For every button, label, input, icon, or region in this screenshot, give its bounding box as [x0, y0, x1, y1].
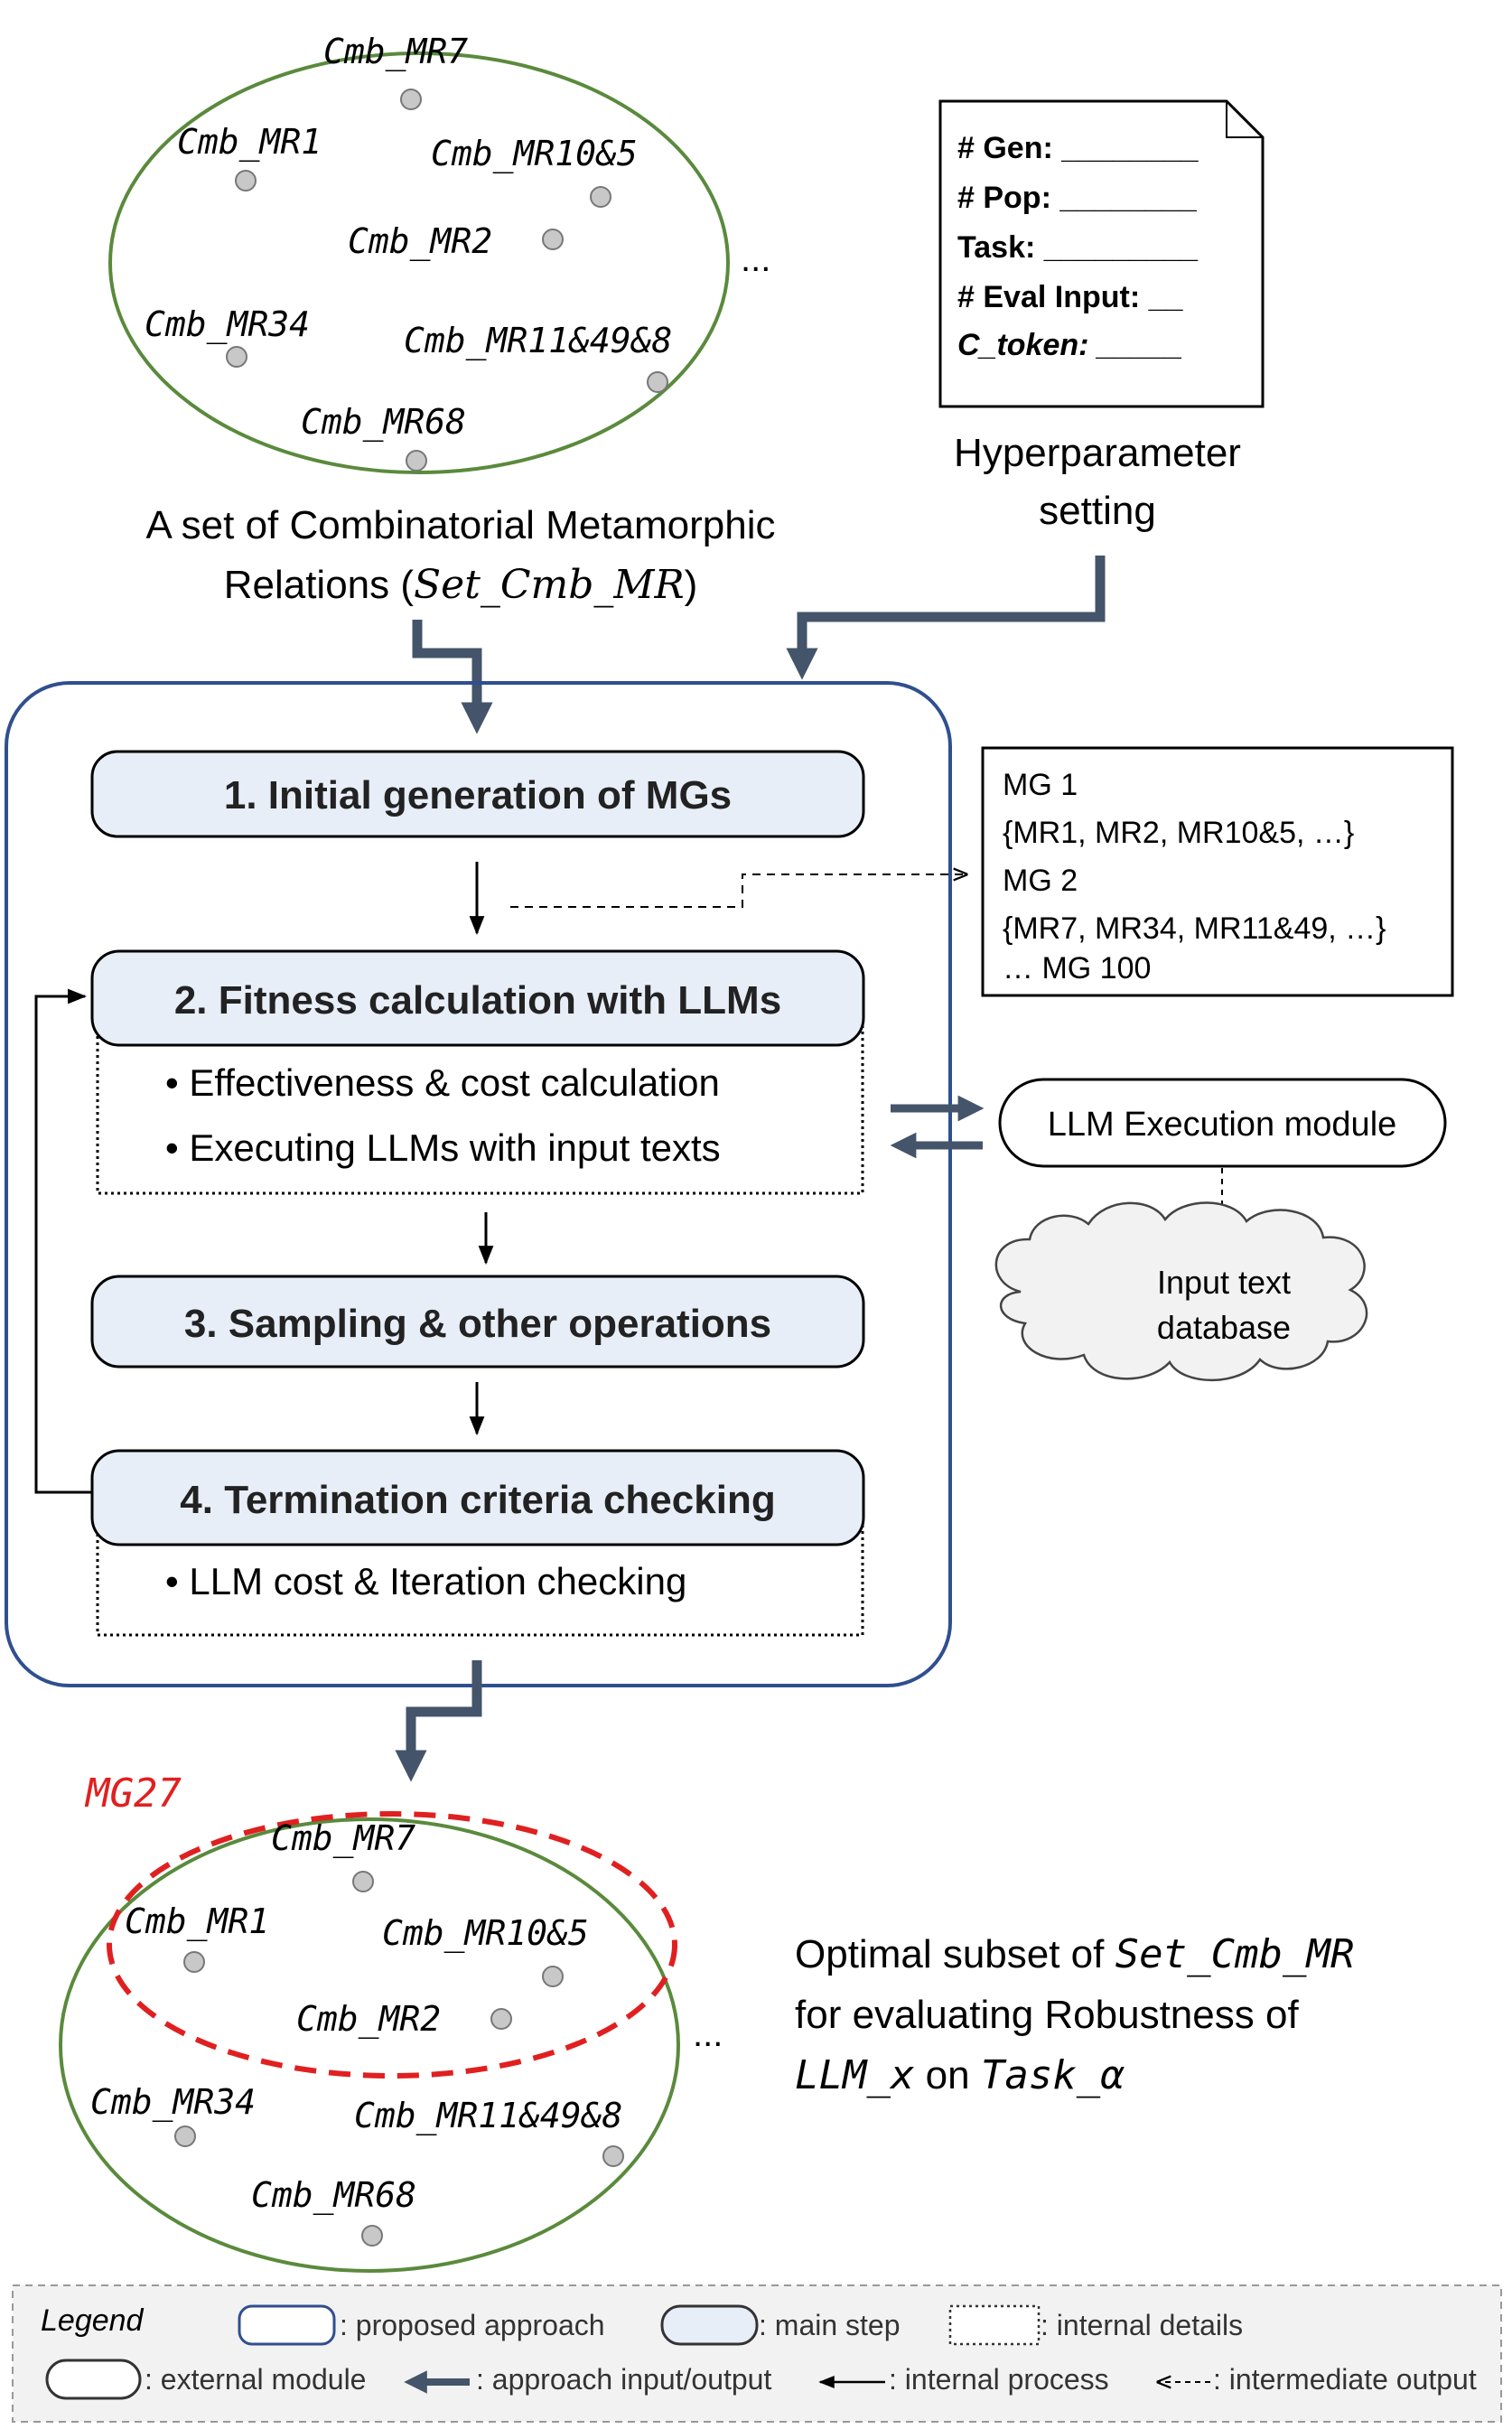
step-3-sampling[interactable]: 3. Sampling & other operations [90, 1275, 865, 1369]
step-4-detail-1: • LLM cost & Iteration checking [165, 1560, 686, 1602]
legend-proposed: : proposed approach [340, 2309, 605, 2341]
database-cloud-icon [994, 1201, 1368, 1382]
legend: Legend : proposed approach : main step :… [12, 2284, 1502, 2423]
top-node-mr11-49-8 [647, 371, 668, 393]
mg-line-3: MG 2 [1003, 864, 1078, 898]
hyper-eval-input: # Eval Input: __ [957, 280, 1183, 314]
mg-line-2: {MR1, MR2, MR10&5, …} [1003, 816, 1354, 850]
legend-external: : external module [145, 2363, 366, 2396]
top-node-mr68 [406, 450, 427, 472]
top-node-mr7 [400, 89, 422, 110]
mg-output-box: MG 1 {MR1, MR2, MR10&5, …} MG 2 {MR7, MR… [981, 746, 1454, 997]
bottom-item-mr2: Cmb_MR2 [296, 1999, 441, 2040]
bottom-node-mr68 [361, 2225, 383, 2247]
step-2-label: 2. Fitness calculation with LLMs [174, 978, 781, 1023]
top-node-mr2 [542, 229, 564, 250]
mg-line-4: {MR7, MR34, MR11&49, …} [1003, 911, 1386, 946]
bottom-item-mr11-49-8: Cmb_MR11&49&8 [354, 2096, 622, 2136]
legend-box [12, 2284, 1502, 2423]
bottom-ellipsis: ... [693, 2014, 723, 2054]
bottom-item-mr34: Cmb_MR34 [90, 2082, 256, 2123]
hyperparameter-document: # Gen: ________ # Pop: ________ Task: __… [938, 99, 1265, 408]
top-item-mr7: Cmb_MR7 [323, 32, 468, 72]
output-arrow [395, 1660, 482, 1782]
top-item-mr68: Cmb_MR68 [301, 402, 466, 443]
top-node-mr34 [226, 346, 247, 368]
hyper-pop: # Pop: ________ [957, 181, 1198, 215]
hyper-gen: # Gen: ________ [957, 131, 1199, 165]
input-text-database: Input text database [994, 1201, 1368, 1382]
top-node-mr10-5 [590, 186, 611, 208]
legend-approach-io: : approach input/output [476, 2363, 771, 2396]
top-node-mr1 [235, 170, 257, 192]
bottom-caption-line1: Optimal subset of Set_Cmb_MR [795, 1931, 1355, 1977]
bottom-set-caption: Optimal subset of Set_Cmb_MR for evaluat… [795, 1931, 1355, 2098]
step-3-label: 3. Sampling & other operations [184, 1302, 771, 1346]
bottom-set-ellipse [59, 1817, 680, 2273]
top-mr-set: Cmb_MR7 Cmb_MR1 Cmb_MR10&5 Cmb_MR2 ... C… [108, 32, 770, 474]
bottom-caption-line3: LLM_x on Task_α [795, 2052, 1125, 2098]
hyperparameter-caption: Hyperparameter setting [954, 431, 1241, 533]
top-caption-line2: Relations (Set_Cmb_MR) [224, 562, 698, 608]
legend-proposed-swatch [238, 2304, 336, 2346]
top-item-mr2: Cmb_MR2 [348, 221, 492, 262]
legend-main-step-swatch [660, 2304, 759, 2346]
mg-line-1: MG 1 [1003, 768, 1078, 802]
bottom-item-mr1: Cmb_MR1 [125, 1901, 269, 1942]
bottom-node-mr34 [174, 2125, 196, 2147]
top-set-caption: A set of Combinatorial Metamorphic Relat… [146, 503, 776, 608]
intermediate-output-arrow [510, 874, 966, 908]
top-caption-line1: A set of Combinatorial Metamorphic [146, 503, 776, 547]
legend-internal-details: : internal details [1041, 2309, 1243, 2341]
legend-main-step: : main step [759, 2309, 901, 2341]
step-2-detail-2: • Executing LLMs with input texts [165, 1126, 721, 1169]
legend-title: Legend [41, 2303, 145, 2338]
legend-intermediate: : intermediate output [1213, 2363, 1477, 2396]
bottom-item-mr10-5: Cmb_MR10&5 [382, 1913, 589, 1954]
hyper-caption-line2: setting [1039, 489, 1156, 533]
hyper-caption-line1: Hyperparameter [954, 431, 1241, 475]
hyper-task: Task: _________ [957, 230, 1199, 265]
top-ellipsis: ... [741, 239, 770, 279]
llm-execution-module: LLM Execution module [998, 1078, 1447, 1168]
legend-internal-process: : internal process [889, 2363, 1109, 2396]
step-4-label: 4. Termination criteria checking [180, 1478, 775, 1522]
loop-back-arrow [34, 988, 92, 1494]
top-set-ellipse [108, 51, 730, 474]
step-2-detail-1: • Effectiveness & cost calculation [165, 1061, 720, 1104]
llm-module-label: LLM Execution module [1048, 1106, 1397, 1144]
mg-line-5: … MG 100 [1003, 951, 1151, 986]
bottom-item-mr7: Cmb_MR7 [271, 1818, 415, 1859]
bottom-node-mr11-49-8 [602, 2145, 624, 2167]
top-item-mr34: Cmb_MR34 [145, 304, 310, 345]
bottom-caption-line2: for evaluating Robustness of [795, 1993, 1299, 2037]
set-input-arrow [412, 620, 493, 734]
mg27-highlight-ellipse [107, 1811, 677, 2079]
hyper-c-token: C_token: _____ [957, 328, 1182, 362]
bottom-node-mr7 [352, 1871, 374, 1892]
step-2-fitness-calculation[interactable]: 2. Fitness calculation with LLMs [90, 949, 865, 1047]
database-line-2: database [1157, 1309, 1291, 1346]
top-item-mr1: Cmb_MR1 [177, 122, 322, 163]
step-1-label: 1. Initial generation of MGs [224, 773, 732, 817]
hyperparameter-input-arrow [786, 556, 1106, 680]
legend-external-swatch [45, 2359, 142, 2400]
database-line-1: Input text [1157, 1264, 1291, 1301]
step-4-termination-check[interactable]: 4. Termination criteria checking [90, 1449, 865, 1546]
bottom-mr-set: MG27 Cmb_MR7 Cmb_MR1 Cmb_MR10&5 Cmb_MR2 … [59, 1770, 723, 2273]
bottom-node-mr10-5 [542, 1966, 564, 1987]
mg27-label: MG27 [84, 1770, 182, 1817]
step-1-initial-generation[interactable]: 1. Initial generation of MGs [90, 750, 865, 838]
legend-internal-details-swatch [948, 2304, 1041, 2346]
top-item-mr10-5: Cmb_MR10&5 [431, 134, 638, 174]
top-item-mr11-49-8: Cmb_MR11&49&8 [404, 321, 672, 361]
bottom-node-mr2 [490, 2008, 512, 2030]
bottom-item-mr68: Cmb_MR68 [251, 2175, 416, 2216]
bottom-node-mr1 [183, 1951, 205, 1973]
